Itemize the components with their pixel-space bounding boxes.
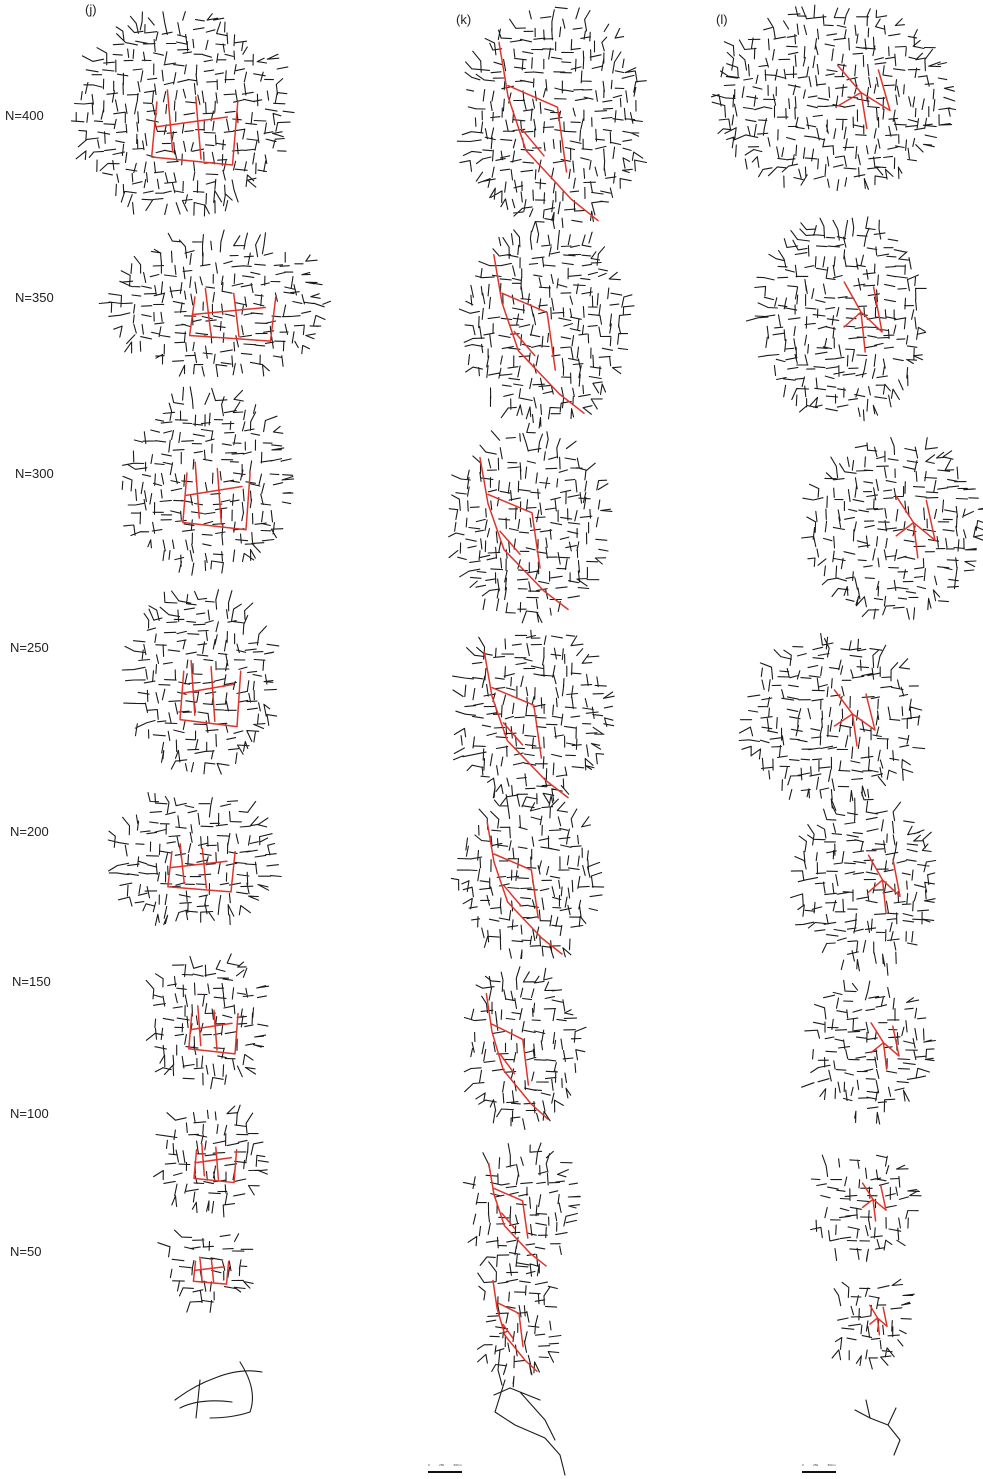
highlighted-path bbox=[483, 651, 569, 799]
scale-bar-k: 0 250 500 m bbox=[428, 1463, 462, 1473]
network-cluster-j-7 bbox=[157, 1229, 254, 1313]
network-edges bbox=[145, 953, 270, 1090]
network-edges bbox=[456, 6, 648, 233]
highlighted-path bbox=[493, 254, 585, 414]
row-label-n300: N=300 bbox=[15, 466, 54, 481]
network-edges bbox=[738, 633, 926, 811]
highlighted-path bbox=[193, 1142, 238, 1184]
network-cluster-l-0 bbox=[710, 4, 956, 192]
network-edges bbox=[463, 966, 587, 1130]
network-edges bbox=[98, 229, 332, 378]
sparse-network-j bbox=[174, 1361, 263, 1419]
row-label-n200: N=200 bbox=[10, 824, 49, 839]
highlighted-path bbox=[485, 993, 549, 1120]
network-cluster-l-1 bbox=[745, 216, 927, 422]
highlighted-path bbox=[486, 821, 563, 955]
network-edges bbox=[801, 437, 983, 620]
panel-label-j: (j) bbox=[85, 2, 97, 17]
scale-tick: 250 bbox=[439, 1463, 445, 1467]
network-edges bbox=[450, 794, 605, 960]
row-label-n150: N=150 bbox=[12, 974, 51, 989]
network-edges bbox=[810, 1154, 922, 1262]
highlighted-path bbox=[833, 689, 876, 747]
row-label-n100: N=100 bbox=[10, 1106, 49, 1121]
network-edges bbox=[452, 629, 615, 808]
network-edges bbox=[476, 1261, 562, 1388]
panel-label-l: (l) bbox=[716, 12, 728, 27]
row-label-n400: N=400 bbox=[5, 108, 44, 123]
network-cluster-k-1 bbox=[458, 220, 635, 429]
network-cluster-j-6 bbox=[153, 1104, 269, 1218]
network-cluster-k-5 bbox=[463, 966, 587, 1130]
network-cluster-l-4 bbox=[790, 791, 937, 976]
highlighted-path bbox=[895, 495, 936, 559]
network-edges bbox=[157, 1229, 254, 1313]
network-edges bbox=[121, 589, 280, 775]
highlighted-path bbox=[488, 1162, 547, 1267]
network-cluster-k-2 bbox=[448, 422, 613, 624]
highlighted-path bbox=[192, 1256, 230, 1285]
highlighted-path bbox=[492, 1279, 538, 1372]
row-label-n350: N=350 bbox=[15, 290, 54, 305]
row-label-n50: N=50 bbox=[10, 1244, 42, 1259]
network-cluster-j-2 bbox=[121, 386, 295, 576]
scale-bar-line bbox=[802, 1471, 836, 1473]
network-cluster-j-5 bbox=[145, 953, 270, 1090]
network-edges bbox=[831, 1278, 915, 1370]
scale-bar-l: 0 250 500 m bbox=[802, 1463, 836, 1473]
highlighted-path bbox=[182, 461, 251, 531]
highlighted-path bbox=[479, 456, 569, 611]
scale-tick: 500 m bbox=[827, 1463, 836, 1467]
highlighted-path bbox=[861, 1182, 887, 1222]
network-cluster-k-0 bbox=[456, 6, 648, 233]
network-cluster-l-7 bbox=[831, 1278, 915, 1370]
network-edges bbox=[70, 11, 295, 217]
network-cluster-k-4 bbox=[450, 794, 605, 960]
scale-tick: 0 bbox=[802, 1463, 804, 1467]
network-edges bbox=[121, 386, 295, 576]
panel-label-k: (k) bbox=[456, 12, 472, 27]
scale-tick: 0 bbox=[428, 1463, 430, 1467]
network-clusters bbox=[70, 4, 983, 1476]
network-cluster-j-4 bbox=[107, 792, 282, 926]
highlighted-path bbox=[867, 854, 901, 914]
network-cluster-j-3 bbox=[121, 589, 280, 775]
network-cluster-k-7 bbox=[476, 1261, 562, 1388]
network-cluster-k-6 bbox=[462, 1142, 581, 1277]
network-edges bbox=[745, 216, 927, 422]
network-cluster-l-2 bbox=[801, 437, 983, 620]
scale-bar-line bbox=[428, 1471, 462, 1473]
highlighted-path bbox=[869, 1304, 888, 1336]
network-cluster-l-6 bbox=[810, 1154, 922, 1262]
sparse-network-k bbox=[493, 1349, 566, 1476]
network-edges bbox=[448, 422, 613, 624]
network-edges bbox=[107, 792, 282, 926]
scale-tick: 250 bbox=[813, 1463, 819, 1467]
network-edges bbox=[153, 1104, 269, 1218]
highlighted-path bbox=[188, 287, 277, 342]
network-cluster-j-0 bbox=[70, 11, 295, 217]
network-edges bbox=[790, 791, 937, 976]
sparse-network-l bbox=[854, 1399, 901, 1456]
network-cluster-k-3 bbox=[452, 629, 615, 808]
highlighted-path bbox=[167, 843, 236, 893]
network-edges bbox=[458, 220, 635, 429]
network-edges bbox=[462, 1142, 581, 1277]
highlighted-path bbox=[188, 1005, 239, 1055]
highlighted-path bbox=[498, 41, 599, 222]
scale-tick: 500 m bbox=[453, 1463, 462, 1467]
network-cluster-j-1 bbox=[98, 229, 332, 378]
row-label-n250: N=250 bbox=[10, 640, 49, 655]
network-edges bbox=[710, 4, 956, 192]
network-cluster-l-3 bbox=[738, 633, 926, 811]
highlighted-path bbox=[837, 64, 891, 130]
network-cluster-l-5 bbox=[801, 979, 936, 1125]
highlighted-path bbox=[870, 1022, 900, 1070]
highlighted-path bbox=[150, 89, 239, 166]
highlighted-path bbox=[179, 659, 242, 728]
highlighted-path bbox=[843, 281, 883, 353]
network-edges bbox=[801, 979, 936, 1125]
